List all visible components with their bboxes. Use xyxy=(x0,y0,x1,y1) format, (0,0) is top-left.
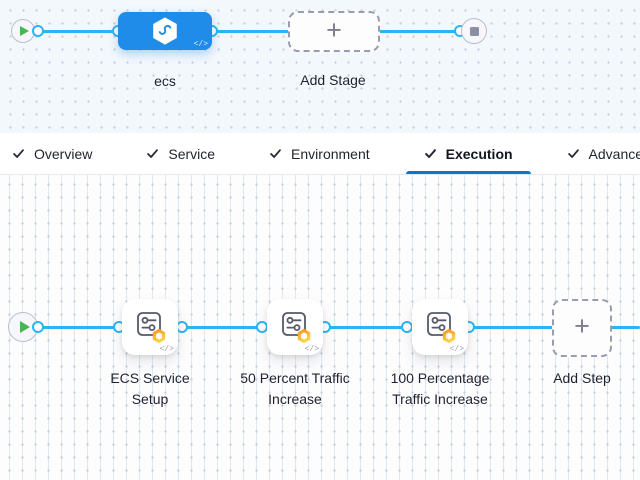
code-icon: </> xyxy=(159,345,174,354)
step-label: 100 Percentage Traffic Increase xyxy=(390,370,490,407)
tab-label: Environment xyxy=(291,145,370,162)
check-icon xyxy=(270,149,281,158)
pipeline-start-button[interactable] xyxy=(11,19,35,43)
execution-graph-canvas[interactable]: </> </> xyxy=(0,175,640,480)
connector-port[interactable] xyxy=(32,25,44,37)
tab-environment[interactable]: Environment xyxy=(251,133,388,174)
step-label: 50 Percent Traffic Increase xyxy=(240,370,350,407)
stop-icon xyxy=(469,26,479,36)
ecs-step-icon xyxy=(427,312,451,336)
stage-config-tabbar: Overview Service Environment Execution A xyxy=(0,133,640,175)
step-label: ECS Service Setup xyxy=(110,370,190,407)
check-icon xyxy=(147,149,159,158)
connector-port[interactable] xyxy=(32,321,44,333)
code-icon: </> xyxy=(193,40,208,49)
harness-stage-icon xyxy=(153,17,177,45)
code-icon: </> xyxy=(304,345,319,354)
tab-advanced[interactable]: Advanced xyxy=(549,133,640,174)
plus-icon: + xyxy=(326,14,342,45)
check-icon xyxy=(424,149,436,158)
stage-connector-line xyxy=(23,29,460,33)
active-tab-underline xyxy=(405,171,531,174)
check-icon xyxy=(567,149,579,158)
ecs-step-icon xyxy=(282,312,306,336)
hexagon-badge-icon xyxy=(297,328,311,344)
tab-label: Advanced xyxy=(588,145,640,162)
step-connector-line xyxy=(23,325,640,329)
tab-label: Overview xyxy=(34,145,93,162)
step-node-50-percent-traffic-increase[interactable]: </> xyxy=(267,299,323,355)
stage-node-ecs[interactable]: </> xyxy=(118,12,212,50)
add-stage-button[interactable]: + xyxy=(288,11,380,52)
tab-label: Service xyxy=(168,145,216,162)
pipeline-end-button[interactable] xyxy=(461,18,487,44)
check-icon xyxy=(13,149,24,158)
step-node-ecs-service-setup[interactable]: </> xyxy=(122,299,178,355)
plus-icon: + xyxy=(574,311,590,341)
step-node-100-percentage-traffic-increase[interactable]: </> xyxy=(412,299,468,355)
add-stage-label: Add Stage xyxy=(300,72,366,88)
tab-overview[interactable]: Overview xyxy=(0,133,110,174)
hexagon-badge-icon xyxy=(442,328,456,344)
tab-service[interactable]: Service xyxy=(128,133,233,174)
stage-graph-canvas[interactable]: </> + ecs Add Stage xyxy=(0,0,640,133)
stage-label: ecs xyxy=(154,73,176,89)
add-step-button[interactable]: + xyxy=(552,299,612,357)
tab-execution[interactable]: Execution xyxy=(405,133,531,174)
play-icon xyxy=(20,26,29,36)
code-icon: </> xyxy=(449,345,464,354)
hexagon-badge-icon xyxy=(152,328,166,344)
tab-label: Execution xyxy=(445,145,513,162)
add-step-label: Add Step xyxy=(553,370,611,386)
ecs-step-icon xyxy=(137,312,161,336)
play-icon xyxy=(19,321,30,333)
